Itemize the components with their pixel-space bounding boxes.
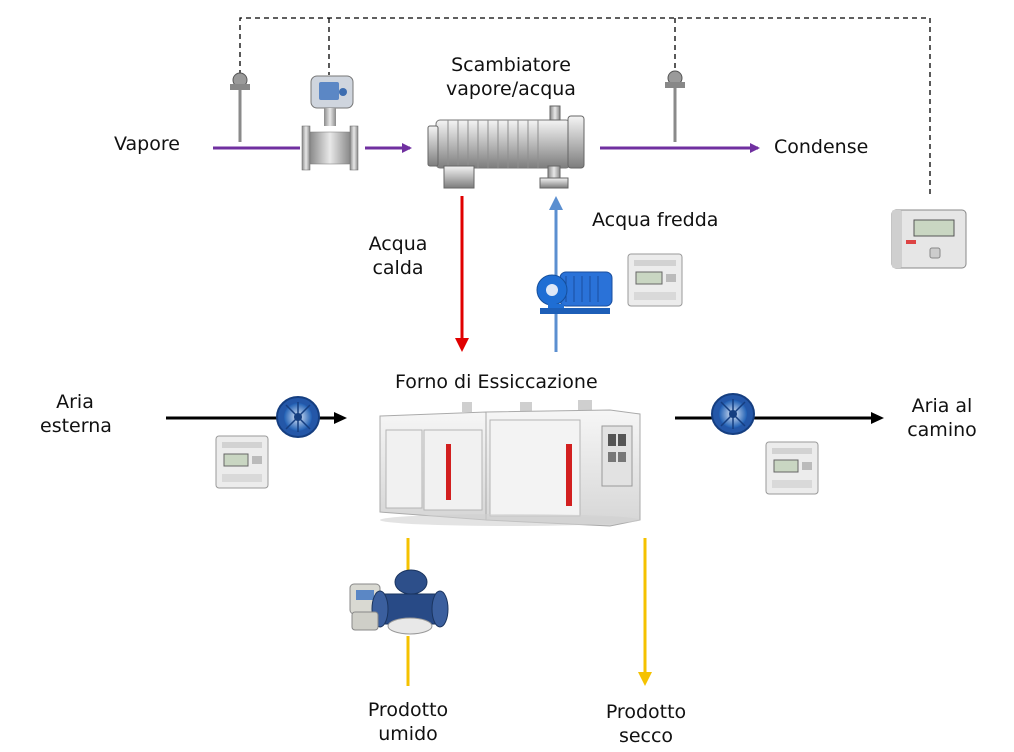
label-aria-esterna-line1: Aria xyxy=(56,391,94,413)
label-scambiatore-line1: Scambiatore xyxy=(451,54,571,76)
label-vapore: Vapore xyxy=(114,133,180,155)
label-scambiatore-line2: vapore/acqua xyxy=(446,78,576,100)
dry-product-line xyxy=(638,538,652,686)
hot-water-line xyxy=(455,196,469,352)
temperature-sensor-icon xyxy=(665,70,685,142)
label-prodotto-umido: Prodotto umido xyxy=(360,698,456,746)
label-prodotto-secco: Prodotto secco xyxy=(598,700,694,748)
label-aria-camino-line2: camino xyxy=(907,419,977,441)
label-scambiatore: Scambiatore vapore/acqua xyxy=(426,53,596,101)
label-aria-esterna: Aria esterna xyxy=(40,390,112,438)
vortex-flowmeter-icon xyxy=(301,75,359,171)
label-prodotto-secco-line1: Prodotto xyxy=(605,701,687,723)
signal-lines xyxy=(239,17,931,195)
axial-fan-icon xyxy=(276,396,320,438)
label-acqua-calda-line2: calda xyxy=(372,257,424,279)
shell-tube-heat-exchanger-icon xyxy=(427,105,585,189)
energy-meter-icon xyxy=(627,253,683,307)
air-out-line xyxy=(675,412,884,424)
energy-meter-icon xyxy=(215,435,269,489)
industrial-oven-icon xyxy=(379,400,641,527)
energy-meter-icon xyxy=(765,441,819,495)
temperature-sensor-icon xyxy=(230,72,250,142)
axial-fan-icon xyxy=(711,393,755,435)
label-acqua-calda: Acqua calda xyxy=(362,232,434,280)
label-condense: Condense xyxy=(774,136,869,158)
label-prodotto-secco-line2: secco xyxy=(618,725,674,747)
label-aria-camino-line1: Aria al xyxy=(911,395,973,417)
heat-meter-icon xyxy=(891,209,967,269)
label-prodotto-umido-line1: Prodotto xyxy=(367,699,449,721)
label-forno: Forno di Essiccazione xyxy=(395,371,598,393)
centrifugal-pump-icon xyxy=(536,271,613,314)
label-aria-camino: Aria al camino xyxy=(902,394,982,442)
electromagnetic-flowmeter-icon xyxy=(349,569,449,635)
label-acqua-fredda: Acqua fredda xyxy=(592,209,719,231)
label-aria-esterna-line2: esterna xyxy=(40,415,112,437)
label-acqua-calda-line1: Acqua xyxy=(368,233,428,255)
label-prodotto-umido-line2: umido xyxy=(378,723,438,745)
